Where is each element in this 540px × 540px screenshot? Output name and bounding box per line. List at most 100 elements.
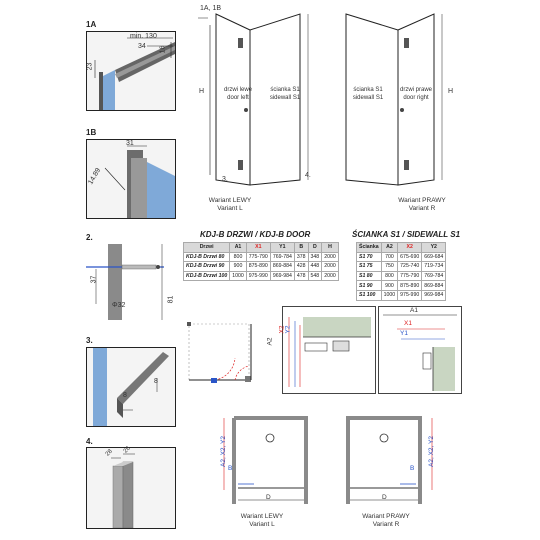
door-table-header-3: Y1 — [269, 242, 295, 253]
door-table-cell: 2000 — [321, 261, 339, 272]
door-table-cell: 800 — [229, 251, 247, 263]
plan-right — [338, 414, 438, 514]
callout-4: 4. — [305, 172, 311, 179]
wall-table-cell: 669-684 — [421, 251, 447, 263]
door-table-header-6: H — [321, 242, 339, 253]
door-table-cell: 969-984 — [269, 270, 295, 282]
door-table-header-2: X1 — [245, 242, 271, 253]
dim-8-horizontal: 8 — [123, 392, 127, 399]
wall-table-cell: 750 — [380, 261, 399, 272]
wall-table-cell: S1 70 — [356, 251, 382, 263]
wall-table-cell: 719-734 — [421, 261, 447, 272]
wall-table-cell: 969-984 — [421, 289, 447, 301]
door-table-cell: 448 — [307, 261, 323, 272]
plan-detail-right-y1: Y1 — [400, 330, 408, 337]
callout-3: 3. — [222, 176, 228, 183]
callout-1a-1b: 1A, 1B — [200, 5, 222, 12]
dim-37: 37 — [90, 275, 98, 284]
caption-variant-left: Wariant LEWY Variant L — [208, 197, 252, 212]
door-table-header-4: B — [293, 242, 309, 253]
door-table-cell: 348 — [307, 251, 323, 263]
door-right-label: drzwi prawe door right — [399, 87, 432, 101]
dim-min-130: min. 130 — [130, 33, 157, 40]
wall-table-cell: 775-790 — [397, 270, 423, 282]
elevation-left-height: H — [199, 88, 205, 95]
detail-2-drawing — [86, 242, 174, 322]
wall-table-cell: S1 100 — [356, 289, 382, 301]
detail-1a-label: 1A — [86, 20, 97, 29]
wall-table-cell: 675-690 — [397, 251, 423, 263]
door-table-cell: 875-890 — [245, 261, 271, 272]
dim-23: 23 — [86, 62, 94, 71]
plan-detail-left-a2: A2 — [266, 337, 274, 346]
plan-detail-right-a1: A1 — [410, 307, 418, 314]
wall-table-cell: 1000 — [380, 289, 399, 301]
door-table-cell: 478 — [293, 270, 309, 282]
dim-81: 81 — [167, 295, 175, 304]
wall-table-cell: 869-884 — [421, 280, 447, 291]
dim-34: 34 — [138, 43, 146, 50]
wall-table-cell: S1 80 — [356, 270, 382, 282]
detail-3-label: 3. — [86, 336, 93, 345]
door-table-cell: 378 — [293, 251, 309, 263]
plan-right-vertical-dims: A2, X2, Y2 — [427, 436, 435, 467]
wall-table-cell: S1 75 — [356, 261, 382, 272]
plan-left-d: D — [266, 494, 271, 501]
plan-left-vertical-dims: A2, X2, Y2 — [219, 436, 227, 467]
detail-2-label: 2. — [86, 233, 93, 242]
wall-table-title: ŚCIANKA S1 / SIDEWALL S1 — [352, 230, 461, 239]
plan-left-caption: Wariant LEWY Variant L — [240, 513, 284, 528]
door-table-cell: 1000 — [229, 270, 247, 282]
plan-right-b: B — [410, 465, 415, 472]
elevation-right — [340, 10, 470, 195]
door-left-label: drzwi lewe door left — [223, 87, 252, 101]
detail-4-label: 4. — [86, 437, 93, 446]
door-table-cell: 428 — [293, 261, 309, 272]
wall-table-header-0: Ścianka — [356, 242, 382, 253]
sidewall-s1-left-label: ścianka S1 sidewall S1 — [269, 87, 301, 101]
elevation-left — [190, 10, 330, 195]
wall-table-header-2: X2 — [397, 242, 423, 253]
wall-table-cell: 875-890 — [397, 280, 423, 291]
door-table-cell: 975-990 — [245, 270, 271, 282]
door-table-header-1: A1 — [229, 242, 247, 253]
plan-detail-left-box — [282, 306, 376, 394]
door-table-cell: KDJ-B Drzwi 90 — [182, 261, 231, 272]
door-table-cell: 900 — [229, 261, 247, 272]
wall-table-cell: S1 90 — [356, 280, 382, 291]
door-table-header-5: D — [307, 242, 323, 253]
dim-31: 31 — [126, 140, 134, 147]
wall-table-cell: 800 — [380, 270, 399, 282]
door-table-cell: 769-784 — [269, 251, 295, 263]
plan-left — [220, 414, 320, 514]
sidewall-s1-right-label: ścianka S1 sidewall S1 — [352, 87, 384, 101]
dim-phi-32: Φ32 — [112, 302, 126, 309]
plan-swing-detail — [185, 318, 275, 393]
caption-variant-right: Wariant PRAWY Variant R — [398, 197, 446, 212]
door-table-cell: KDJ-B Drzwi 80 — [182, 251, 231, 263]
detail-3-image — [86, 347, 176, 427]
plan-right-d: D — [382, 494, 387, 501]
door-table-cell: 775-790 — [245, 251, 271, 263]
detail-1b-label: 1B — [86, 128, 97, 137]
plan-detail-left-y2: Y2 — [284, 325, 292, 334]
door-table-cell: KDJ-B Drzwi 100 — [182, 270, 231, 282]
plan-left-b: B — [228, 465, 233, 472]
wall-table-cell: 975-990 — [397, 289, 423, 301]
plan-right-caption: Wariant PRAWY Variant R — [362, 513, 410, 528]
door-table-cell: 2000 — [321, 270, 339, 282]
door-table-cell: 548 — [307, 270, 323, 282]
detail-1b-image — [86, 139, 176, 219]
dim-16: 16 — [159, 45, 167, 54]
door-table-cell: 869-884 — [269, 261, 295, 272]
wall-table-cell: 700 — [380, 251, 399, 263]
